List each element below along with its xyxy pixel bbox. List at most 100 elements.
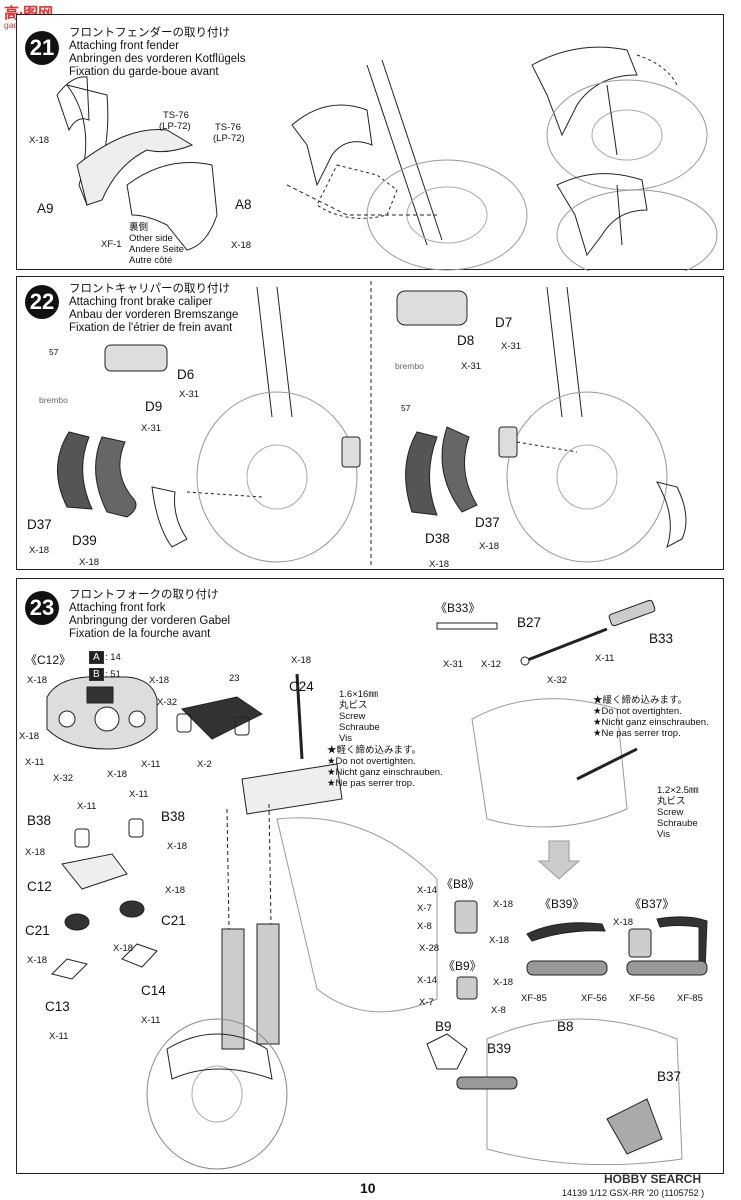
paint-xf56-a: XF-56 [581,993,607,1004]
tighten-note-2-jp: ★緩く締め込みます。 [593,695,688,706]
screw-jp: 丸ビス [339,700,368,711]
tighten-note-2-de: ★Nicht ganz einschrauben. [593,717,709,728]
part-d37-label-1: D37 [27,517,52,532]
paint-xf85-a: XF-85 [521,993,547,1004]
left-x18-d: X-18 [27,955,48,966]
paint-x18-label-4: X-18 [479,541,500,552]
paint-xf1-label: XF-1 [101,239,122,250]
c12-x32-a: X-32 [157,697,178,708]
tighten-note-1-fr: ★Ne pas serrer trop. [327,778,415,789]
part-c24-label: C24 [289,679,314,694]
screw-1-2-spec: 1.2×2.5㎜ 丸ビス Screw Schraube Vis [657,785,698,840]
other-side-en: Other side [129,233,173,244]
tighten-note-1: ★軽く締め込みます。 ★Do not overtighten. ★Nicht g… [327,745,443,789]
b8-x18: X-18 [493,899,514,910]
step-21-panel: 21 フロントフェンダーの取り付け Attaching front fender… [16,14,724,271]
paint-x18-label-3: X-18 [429,559,450,570]
c12-x32-b: X-32 [53,773,74,784]
group-b8-label: 《B8》 [441,877,480,891]
screw-en: Screw [339,711,366,722]
screw2-de: Schraube [657,818,698,829]
brembo-decal-1: brembo [39,395,68,405]
tighten-note-2-fr: ★Ne pas serrer trop. [593,728,681,739]
b8-x28: X-28 [419,943,440,954]
c24-x18: X-18 [291,655,312,666]
step-21-title-de: Anbringen des vorderen Kotflügels [69,53,246,65]
part-b27-label: B27 [517,615,542,630]
step-23-title-fr: Fixation de la fourche avant [69,628,211,640]
tighten-note-2-en: ★Do not overtighten. [593,706,682,717]
step-22-title-fr: Fixation de l'étrier de frein avant [69,322,233,334]
step-21-title: フロントフェンダーの取り付け Attaching front fender An… [69,27,245,79]
b8-x14: X-14 [417,885,438,896]
c12-x2: X-2 [197,759,212,770]
paint-x18-label-1: X-18 [29,545,50,556]
paint-lp72-label-2: (LP-72) [213,133,245,144]
c12-x18-d: X-18 [107,769,128,780]
step-22-title-en: Attaching front brake caliper [69,296,213,308]
step-22-title-de: Anbau der vorderen Bremszange [69,309,239,321]
step-22-number: 22 [25,285,59,319]
b33-x31: X-31 [443,659,464,670]
other-side-jp: 裏側 [129,222,149,233]
screw-x31-label-3: X-31 [501,341,522,352]
part-a9-label: A9 [37,201,54,216]
part-b9-label: B9 [435,1019,452,1034]
decal-57-label-2: 57 [401,403,411,413]
step-21-number: 21 [25,31,59,65]
step-23-title-de: Anbringung der vorderen Gabel [69,615,231,627]
tighten-note-1-de: ★Nicht ganz einschrauben. [327,767,443,778]
c12-x18-c: X-18 [19,731,40,742]
part-c21-label-1: C21 [25,923,50,938]
step-23-title-en: Attaching front fork [69,602,166,614]
step-23-title-jp: フロントフォークの取り付け [69,589,219,601]
part-b33-label: B33 [649,631,674,646]
other-side-note: 裏側 Other side Andere Seite Autre côté [129,222,184,266]
tighten-note-2: ★緩く締め込みます。 ★Do not overtighten. ★Nicht g… [593,695,709,739]
b37-x18: X-18 [613,917,634,928]
screw2-size: 1.2×2.5㎜ [657,785,699,796]
b9-x14: X-14 [417,975,438,986]
part-c14-label: C14 [141,983,166,998]
b9-x18: X-18 [493,977,514,988]
product-code: 14139 1/12 GSX-RR '20 (1105752 ) [562,1188,705,1198]
screw-de: Schraube [339,722,380,733]
group-b37-label: 《B37》 [629,897,675,911]
c12-x11-a: X-11 [25,757,45,768]
screw-size: 1.6×16㎜ [339,689,378,700]
left-x11-c: X-11 [49,1031,69,1042]
b8-x7: X-7 [417,903,432,914]
hobby-search-watermark: HOBBY SEARCH [604,1172,702,1186]
left-x11-a: X-11 [77,801,97,812]
b9-x8: X-8 [491,1005,506,1016]
left-x18-e: X-18 [113,943,134,954]
paint-x18-label: X-18 [29,135,50,146]
paint-lp72-label-1: (LP-72) [159,121,191,132]
screw-x31-label-1: X-31 [179,389,200,400]
step-23-title: フロントフォークの取り付け Attaching front fork Anbri… [69,589,230,641]
left-x18-b: X-18 [167,841,188,852]
b9-x7: X-7 [419,997,434,1008]
left-x11-b: X-11 [129,789,149,800]
step-23-number: 23 [25,591,59,625]
part-b37-label: B37 [657,1069,682,1084]
step-23-panel: 23 フロントフォークの取り付け Attaching front fork An… [16,578,724,1174]
part-a8-label: A8 [235,197,252,212]
step-22-panel: 22 フロントキャリパーの取り付け Attaching front brake … [16,276,724,570]
screw2-en: Screw [657,807,684,818]
left-x18-c: X-18 [165,885,186,896]
c12-x18-a: X-18 [27,675,48,686]
other-side-de: Andere Seite [129,244,184,255]
part-d6-label: D6 [177,367,195,382]
b33-x11: X-11 [595,653,615,664]
screw-x31-label-4: X-31 [461,361,482,372]
paint-xf85-b: XF-85 [677,993,703,1004]
b8-x8: X-8 [417,921,432,932]
b39-x18: X-18 [489,935,510,946]
paint-tag-b-num: : 51 [105,669,121,680]
left-x18-a: X-18 [25,847,46,858]
step-22-title-jp: フロントキャリパーの取り付け [69,283,230,295]
decal-23-label: 23 [229,673,240,684]
paint-xf56-b: XF-56 [629,993,655,1004]
tighten-note-1-en: ★Do not overtighten. [327,756,416,767]
